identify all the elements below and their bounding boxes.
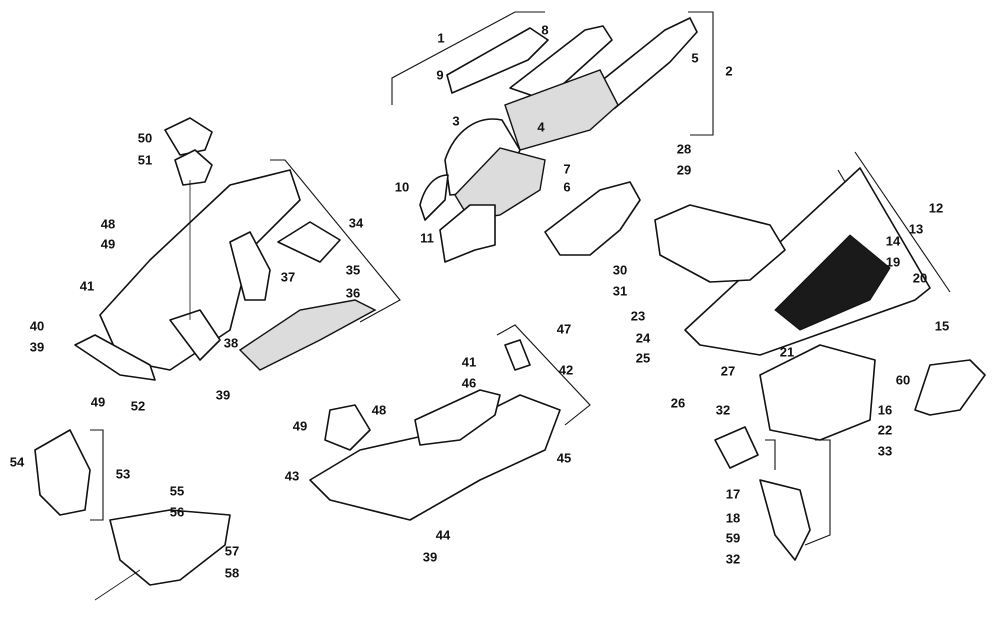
- callout-31: 31: [612, 283, 628, 299]
- hood-assembly: [544, 151, 986, 561]
- belly-pan-44: [309, 394, 561, 521]
- callout-26: 26: [670, 395, 686, 411]
- callout-48b: 48: [371, 402, 387, 418]
- callout-2: 2: [725, 63, 733, 79]
- callout-59: 59: [725, 530, 741, 546]
- callout-25: 25: [635, 350, 651, 366]
- callout-10: 10: [394, 179, 410, 195]
- callout-33: 33: [877, 443, 893, 459]
- callout-11: 11: [420, 230, 434, 246]
- belly-pan-assembly: [309, 324, 591, 521]
- callout-52: 52: [130, 398, 146, 414]
- hood-panel-12: [684, 167, 931, 356]
- callout-4: 4: [537, 119, 545, 135]
- callout-17: 17: [725, 486, 741, 502]
- panel-35: [277, 221, 341, 263]
- callout-3: 3: [452, 113, 460, 129]
- lower-left-assembly: [34, 429, 231, 601]
- callout-58: 58: [224, 565, 240, 581]
- callout-49a: 49: [100, 236, 116, 252]
- ring-51: [174, 149, 213, 186]
- callout-7: 7: [563, 161, 571, 177]
- plate-17: [714, 426, 759, 469]
- panel-22: [759, 344, 876, 441]
- callout-5: 5: [691, 50, 699, 66]
- callout-40: 40: [29, 318, 45, 334]
- panel-11: [439, 204, 496, 263]
- callout-15: 15: [934, 318, 950, 334]
- callout-51: 51: [137, 152, 153, 168]
- callout-34: 34: [348, 215, 364, 231]
- callout-20: 20: [912, 270, 928, 286]
- callout-53: 53: [115, 466, 131, 482]
- mount-47: [504, 339, 531, 371]
- callout-41b: 41: [461, 354, 477, 370]
- panel-4: [504, 69, 619, 151]
- callout-32b: 32: [725, 551, 741, 567]
- callout-56: 56: [169, 504, 185, 520]
- grille-29: [654, 204, 786, 283]
- callout-35: 35: [345, 262, 361, 278]
- callout-38: 38: [223, 335, 239, 351]
- vent-33: [914, 359, 986, 416]
- panel-54: [34, 429, 91, 516]
- left-hood-assembly: [74, 117, 401, 381]
- hood-inner-14: [774, 234, 891, 331]
- callout-23: 23: [630, 308, 646, 324]
- callout-19: 19: [885, 254, 901, 270]
- callout-39c: 39: [422, 549, 438, 565]
- callout-9: 9: [436, 67, 444, 83]
- side-panel-assembly: [391, 11, 714, 263]
- ring-50: [164, 117, 213, 156]
- callout-30: 30: [612, 262, 628, 278]
- panel-10: [419, 174, 449, 221]
- bracket-29b: [544, 181, 641, 256]
- callout-43: 43: [284, 468, 300, 484]
- callout-22: 22: [877, 422, 893, 438]
- callout-54: 54: [9, 454, 25, 470]
- callout-16: 16: [877, 402, 893, 418]
- callout-36: 36: [345, 285, 361, 301]
- panel-36: [238, 299, 377, 371]
- callout-1: 1: [437, 30, 445, 46]
- strip-59: [759, 479, 811, 561]
- callout-48a: 48: [100, 216, 116, 232]
- callout-57: 57: [224, 543, 240, 559]
- bracket-37: [229, 231, 271, 301]
- callout-12: 12: [928, 200, 944, 216]
- callout-8: 8: [541, 22, 549, 38]
- panel-9: [446, 27, 549, 94]
- callout-49c: 49: [292, 418, 308, 434]
- callout-29: 29: [676, 162, 692, 178]
- callout-21: 21: [779, 344, 795, 360]
- callout-39b: 39: [215, 387, 231, 403]
- callout-42: 42: [558, 362, 574, 378]
- callout-46: 46: [461, 375, 477, 391]
- callout-28: 28: [676, 141, 692, 157]
- callout-24: 24: [635, 330, 651, 346]
- callout-44: 44: [435, 527, 451, 543]
- callout-50: 50: [137, 130, 153, 146]
- callout-55: 55: [169, 483, 185, 499]
- callout-41a: 41: [79, 278, 95, 294]
- panel-55: [109, 509, 231, 586]
- callout-39a: 39: [29, 339, 45, 355]
- callout-37: 37: [280, 269, 296, 285]
- bracket-49: [324, 404, 371, 451]
- callout-60: 60: [895, 372, 911, 388]
- callout-18: 18: [725, 510, 741, 526]
- panel-46: [414, 389, 501, 446]
- callout-6: 6: [563, 179, 571, 195]
- callout-45: 45: [556, 450, 572, 466]
- callout-32a: 32: [715, 402, 731, 418]
- callout-27: 27: [720, 363, 736, 379]
- callout-13: 13: [908, 221, 924, 237]
- callout-47: 47: [556, 321, 572, 337]
- callout-49b: 49: [90, 394, 106, 410]
- panel-40: [74, 334, 156, 381]
- callout-14: 14: [885, 233, 901, 249]
